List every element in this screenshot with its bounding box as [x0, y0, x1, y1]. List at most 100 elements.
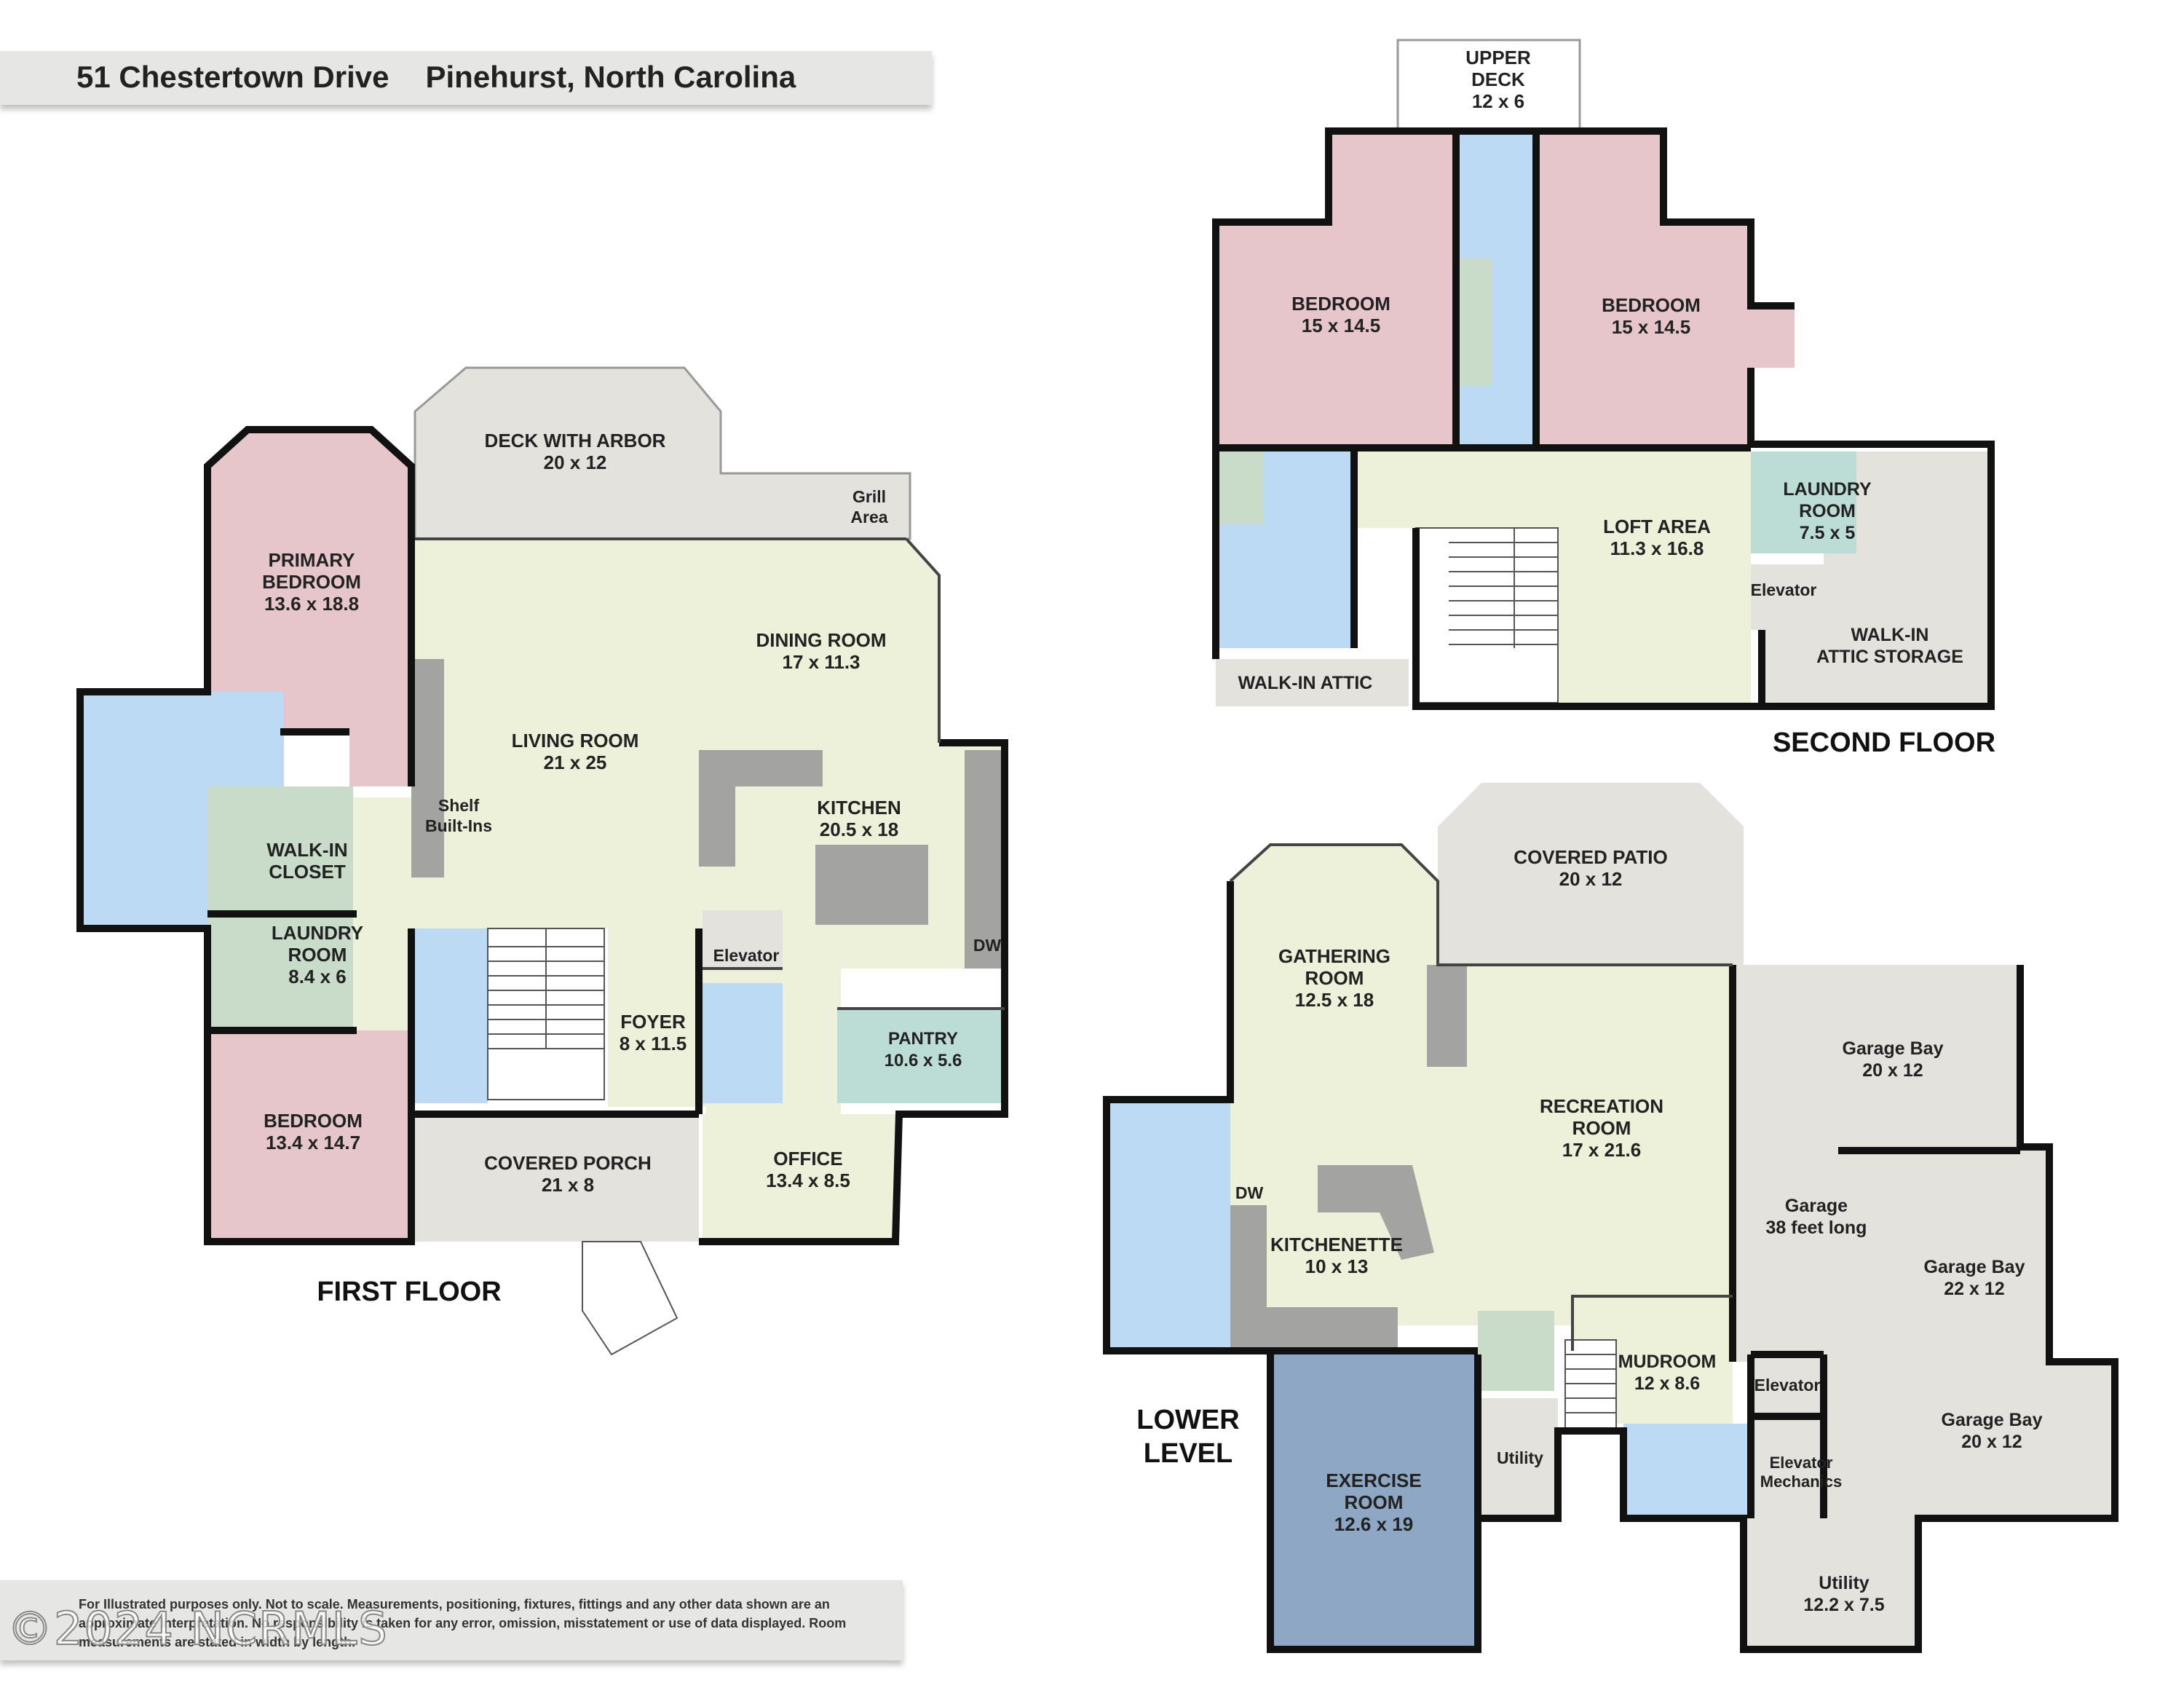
exercise-room-area [1270, 1354, 1478, 1649]
utility-1-area [1478, 1398, 1558, 1518]
kitchen-name: KITCHEN [817, 797, 901, 819]
primary-bedroom-name: PRIMARY [269, 549, 355, 571]
address-text: 51 Chestertown Drive [76, 60, 389, 94]
utility-2-area [1744, 1518, 1918, 1649]
hallway [353, 797, 411, 1030]
utility-2-name: Utility [1819, 1573, 1870, 1593]
recreation-size: 17 x 21.6 [1562, 1139, 1641, 1161]
pantry-area [837, 1009, 1005, 1103]
grill-name: Grill [852, 487, 886, 506]
recreation-name2: ROOM [1572, 1117, 1631, 1139]
kitchenette-name: KITCHENETTE [1270, 1234, 1403, 1255]
first-floor-walls [76, 426, 1008, 1245]
attic-storage-size: ATTIC STORAGE [1816, 647, 1963, 667]
first-floor-label: FIRST FLOOR [317, 1277, 501, 1307]
laundry-1-name: LAUNDRY [272, 922, 363, 944]
loft-area-region [1354, 451, 1751, 703]
upper-deck-name: UPPER [1465, 47, 1531, 68]
second-floor-label: SECOND FLOOR [1773, 727, 1995, 758]
kitchen-counter [699, 750, 823, 867]
exercise-size: 12.6 x 19 [1334, 1513, 1413, 1535]
mudroom-size: 12 x 8.6 [1634, 1373, 1700, 1394]
bedroom-2b-area [1536, 131, 1795, 451]
exercise-name: EXERCISE [1326, 1470, 1422, 1491]
kitchenette-bar [1318, 1165, 1434, 1260]
garage-bay-2-size: 22 x 12 [1944, 1279, 2004, 1299]
laundry-1-name2: ROOM [288, 944, 347, 966]
second-floor-stairs [1415, 527, 1559, 703]
first-floor-stairs [487, 928, 605, 1100]
kitchen-island [815, 845, 928, 925]
elevator-3-name: Elevator [1754, 1376, 1821, 1395]
elevator-3-area [1751, 1354, 1824, 1416]
gathering-builtin [1427, 965, 1467, 1067]
kitchen-size: 20.5 x 18 [820, 819, 898, 840]
gathering-name2: ROOM [1305, 967, 1364, 989]
closet-2a [1456, 259, 1492, 386]
shelf-size: Built-Ins [425, 816, 492, 835]
mudroom-closet [1478, 1311, 1554, 1391]
laundry-1-size: 8.4 x 6 [288, 966, 347, 987]
bedroom-2a-name: BEDROOM [1291, 293, 1390, 315]
bedroom-2b-size: 15 x 14.5 [1612, 316, 1690, 338]
garage-bay-3-size: 20 x 12 [1961, 1432, 2022, 1452]
linen-2 [1216, 451, 1263, 524]
lower-level [1103, 783, 2118, 1653]
primary-bedroom-name2: BEDROOM [262, 571, 361, 593]
garage-bay-1-name: Garage Bay [1843, 1038, 1944, 1059]
mudroom-name: MUDROOM [1618, 1352, 1717, 1372]
loft-size: 11.3 x 16.8 [1610, 537, 1704, 559]
gathering-size: 12.5 x 18 [1295, 989, 1374, 1011]
elevator-2-area [1751, 564, 1824, 630]
powder-room [703, 983, 783, 1103]
elevator-first [703, 910, 783, 969]
lower-level-label-line1: LOWER [1136, 1405, 1239, 1435]
upper-deck-area [1396, 39, 1581, 133]
laundry-2-name: LAUNDRY [1783, 479, 1872, 500]
laundry-2-area [1751, 451, 1856, 553]
attic-storage-name: WALK-IN [1851, 625, 1929, 645]
walk-in-closet-size: CLOSET [269, 861, 346, 883]
title-banner [0, 51, 932, 105]
laundry-2-name2: ROOM [1799, 501, 1856, 521]
lower-bath [1107, 1100, 1230, 1351]
dining-room-size: 17 x 11.3 [783, 651, 860, 673]
bedroom-1-name: BEDROOM [264, 1110, 363, 1132]
lower-stairs [1564, 1339, 1617, 1432]
primary-bedroom-size: 13.6 x 18.8 [264, 593, 359, 615]
living-room-name: LIVING ROOM [512, 730, 639, 752]
dining-room-name: DINING ROOM [756, 629, 886, 651]
walk-in-closet-name: WALK-IN [266, 839, 347, 861]
laundry-2-size: 7.5 x 5 [1800, 523, 1856, 543]
kitchenette-counter [1230, 1205, 1398, 1351]
covered-patio-size: 20 x 12 [1559, 868, 1623, 890]
first-floor-thin-walls [415, 537, 1005, 1010]
second-floor-walls [1212, 127, 1995, 710]
office-name: OFFICE [773, 1148, 842, 1170]
office-size: 13.4 x 8.5 [766, 1170, 850, 1191]
deck-arbor-name: DECK WITH ARBOR [485, 430, 666, 451]
recreation-name: RECREATION [1540, 1095, 1663, 1117]
covered-porch-size: 21 x 8 [542, 1174, 594, 1196]
kitchen-side-counter [965, 750, 1005, 969]
elevator-1-name: Elevator [713, 946, 780, 965]
upper-deck-name2: DECK [1471, 68, 1525, 90]
hall-bath [411, 928, 488, 1103]
gathering-name: GATHERING [1278, 945, 1390, 967]
elevator-2-name: Elevator [1751, 580, 1817, 599]
elevator-mechanics-name: Elevator [1770, 1454, 1833, 1472]
lower-level-labels: COVERED PATIO 20 x 12 GATHERING ROOM 12.… [1136, 846, 2042, 1615]
attic-storage-area [1762, 451, 1991, 703]
shelf-builtins-unit [411, 659, 444, 877]
walk-in-closet-area [207, 786, 353, 914]
disclaimer-box [0, 1580, 903, 1660]
laundry-room-area [207, 914, 357, 1030]
pantry-size: 10.6 x 5.6 [885, 1051, 962, 1070]
covered-porch-name: COVERED PORCH [484, 1152, 652, 1174]
bedroom-2b-name: BEDROOM [1602, 294, 1701, 316]
deck-arbor-size: 20 x 12 [544, 451, 607, 473]
bedroom-first-area [207, 1030, 408, 1242]
garage-bay-1-size: 20 x 12 [1862, 1060, 1923, 1081]
